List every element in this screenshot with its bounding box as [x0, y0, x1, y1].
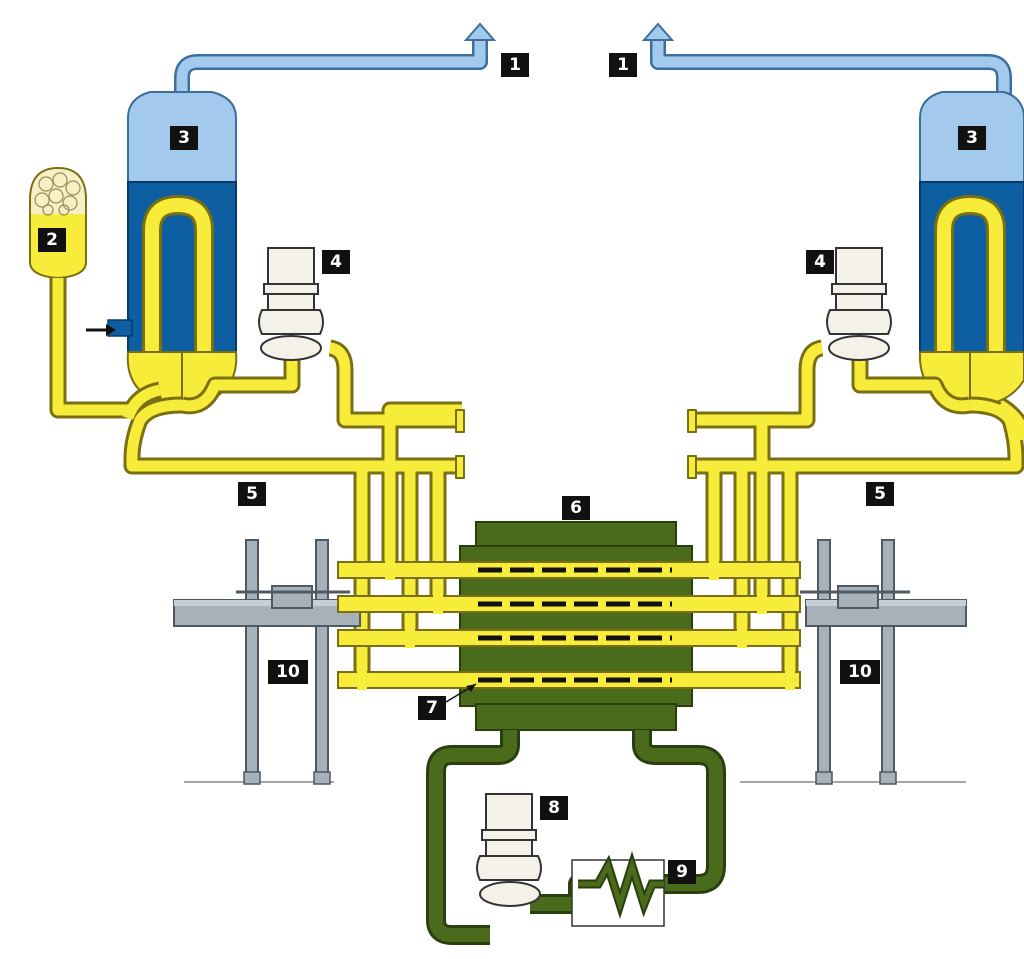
svg-text:10: 10 [276, 662, 300, 682]
moderator-pump [476, 793, 542, 907]
label-pressurizer: 2 [38, 228, 66, 252]
label-steam-out-left: 1 [501, 53, 529, 77]
svg-text:7: 7 [426, 698, 438, 718]
label-pump-left: 4 [322, 250, 350, 274]
steam-generator-left [86, 91, 238, 410]
label-support-right: 10 [840, 660, 880, 684]
svg-text:1: 1 [509, 55, 521, 75]
label-core: 6 [562, 496, 590, 520]
svg-text:4: 4 [814, 252, 826, 272]
steam-arrow-left [463, 22, 497, 41]
svg-text:3: 3 [966, 128, 978, 148]
main-pump-right [826, 247, 892, 361]
label-steam-generator-right: 3 [958, 126, 986, 150]
steam-arrow-right [641, 22, 675, 41]
label-pump-right: 4 [806, 250, 834, 274]
label-channel: 7 [418, 696, 446, 720]
heat-exchanger [571, 851, 665, 927]
label-steam-out-right: 1 [609, 53, 637, 77]
label-heat-exchanger: 9 [668, 860, 696, 884]
svg-text:8: 8 [548, 798, 560, 818]
label-support-left: 10 [268, 660, 308, 684]
svg-text:2: 2 [46, 230, 58, 250]
svg-text:4: 4 [330, 252, 342, 272]
svg-text:3: 3 [178, 128, 190, 148]
main-pump-left [258, 247, 324, 361]
label-steam-generator-left: 3 [170, 126, 198, 150]
pressurizer [29, 166, 87, 280]
support-structure-left [173, 539, 361, 785]
svg-text:9: 9 [676, 862, 688, 882]
svg-text:5: 5 [246, 484, 258, 504]
reactor-core [459, 521, 693, 731]
label-header-left: 5 [238, 482, 266, 506]
svg-text:5: 5 [874, 484, 886, 504]
steam-pipe-right [650, 36, 1012, 100]
support-structure-right [740, 539, 967, 785]
svg-text:1: 1 [617, 55, 629, 75]
steam-lines [174, 22, 1012, 100]
label-moderator-pump: 8 [540, 796, 568, 820]
label-header-right: 5 [866, 482, 894, 506]
steam-pipe-left [174, 36, 488, 100]
fuel-channels [337, 560, 801, 703]
svg-text:10: 10 [848, 662, 872, 682]
svg-text:6: 6 [570, 498, 582, 518]
